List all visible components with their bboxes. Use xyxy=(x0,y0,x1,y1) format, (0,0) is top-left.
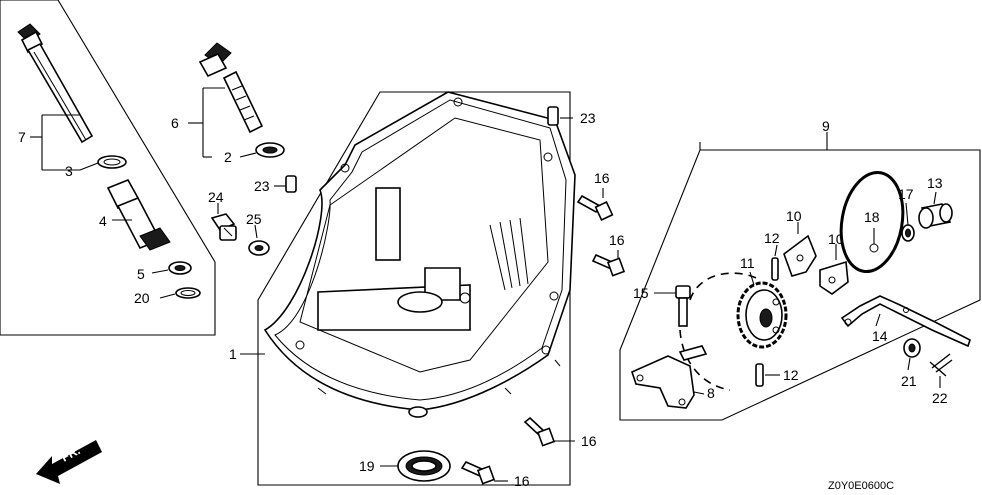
dowel-pin-lower xyxy=(285,175,297,193)
callout-9: 9 xyxy=(822,118,830,134)
callout-10-lower: 10 xyxy=(828,231,844,247)
callout-10-upper: 10 xyxy=(786,208,802,224)
callout-23-upper: 23 xyxy=(580,110,596,126)
arm-clip xyxy=(929,353,953,377)
governor-o-ring xyxy=(839,170,905,274)
oil-seal xyxy=(397,450,451,482)
callout-21: 21 xyxy=(901,373,917,389)
callout-15: 15 xyxy=(633,285,649,301)
callout-24: 24 xyxy=(208,189,224,205)
callout-16-b: 16 xyxy=(609,232,625,248)
flange-bolt-1 xyxy=(576,194,614,221)
governor-pin-upper xyxy=(771,257,779,281)
callout-6: 6 xyxy=(171,115,179,131)
crankcase-cover xyxy=(263,91,576,418)
callout-1: 1 xyxy=(229,346,237,362)
callout-22: 22 xyxy=(932,390,948,406)
governor-slider-lower xyxy=(819,260,849,295)
callout-5: 5 xyxy=(137,266,145,282)
callout-18: 18 xyxy=(864,209,880,225)
callout-4: 4 xyxy=(99,213,107,229)
gear-mesh-path xyxy=(679,272,761,391)
diagram-code: Z0Y0E0600C xyxy=(828,480,894,492)
flange-bolt-4 xyxy=(460,460,496,485)
callout-7: 7 xyxy=(18,129,26,145)
dipstick-assembly xyxy=(17,23,201,299)
callout-13: 13 xyxy=(927,175,943,191)
governor-holder xyxy=(918,203,953,229)
dipstick-group-frame xyxy=(0,0,216,336)
governor-bolt xyxy=(675,285,691,327)
crankcase-group-frame xyxy=(257,91,571,486)
callout-14: 14 xyxy=(872,328,888,344)
callout-16-c: 16 xyxy=(581,433,597,449)
callout-8: 8 xyxy=(707,385,715,401)
dowel-pin-upper xyxy=(547,106,559,126)
callout-16-a: 16 xyxy=(594,170,610,186)
callout-23-lower: 23 xyxy=(254,178,270,194)
callout-16-d: 16 xyxy=(514,473,530,489)
callout-3: 3 xyxy=(65,163,73,179)
callout-25: 25 xyxy=(246,211,262,227)
callout-20: 20 xyxy=(134,290,150,306)
callout-11: 11 xyxy=(740,255,755,271)
callout-19: 19 xyxy=(359,458,375,474)
drain-bolt xyxy=(210,213,237,241)
callout-2: 2 xyxy=(224,149,232,165)
governor-pin-lower xyxy=(755,363,764,387)
governor-arm xyxy=(840,295,971,348)
callout-12-lower: 12 xyxy=(783,367,799,383)
governor-gear xyxy=(736,281,788,349)
oil-filler-cap xyxy=(198,42,285,158)
governor-group-frame xyxy=(619,149,981,421)
flange-bolt-2 xyxy=(591,253,626,277)
governor-plate xyxy=(631,345,708,409)
callout-12-upper: 12 xyxy=(764,230,780,246)
callout-17: 17 xyxy=(898,186,914,202)
front-direction-arrow: FR. xyxy=(36,440,102,484)
flange-bolt-3 xyxy=(523,416,556,447)
governor-slider-upper xyxy=(783,234,817,277)
